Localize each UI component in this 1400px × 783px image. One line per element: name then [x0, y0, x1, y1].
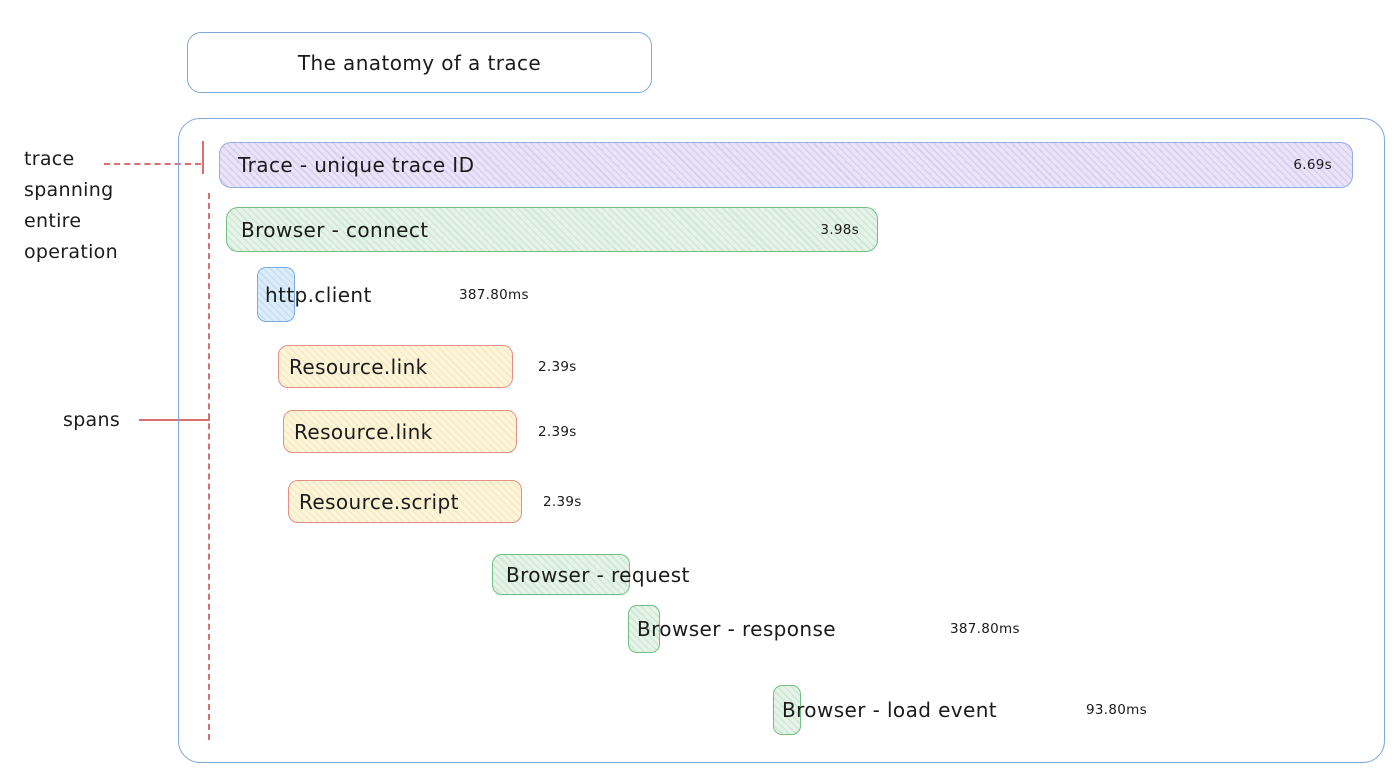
span-row-browser-load-event: Browser - load event 93.80ms — [773, 685, 1193, 735]
span-duration: 2.39s — [543, 493, 582, 510]
span-row-browser-connect: Browser - connect 3.98s — [226, 207, 878, 252]
trace-bar-duration: 6.69s — [1293, 157, 1332, 173]
span-row-resource-link-2: Resource.link 2.39s — [283, 410, 603, 453]
span-row-resource-link-1: Resource.link 2.39s — [278, 345, 598, 388]
span-label: Browser - response — [637, 617, 837, 641]
span-duration: 2.39s — [538, 423, 577, 440]
span-bar — [257, 267, 295, 322]
spans-annotation-label: spans — [63, 409, 121, 431]
span-bar — [278, 345, 513, 388]
span-duration: 387.80ms — [459, 286, 529, 303]
span-bar — [226, 207, 878, 252]
span-row-browser-response: Browser - response 387.80ms — [628, 605, 1048, 653]
trace-pointer-line — [104, 163, 201, 165]
span-label: Browser - connect — [241, 217, 429, 242]
span-duration: 387.80ms — [950, 621, 1020, 637]
spans-bracket-line — [208, 193, 210, 740]
span-duration: 2.39s — [538, 358, 577, 375]
span-bar — [492, 554, 630, 595]
span-bar — [283, 410, 517, 453]
trace-container-box — [178, 118, 1385, 763]
span-row-resource-script: Resource.script 2.39s — [288, 480, 608, 523]
span-bar — [288, 480, 522, 523]
trace-bar-row: Trace - unique trace ID 6.69s — [219, 142, 1353, 188]
span-row-http-client: http.client 387.80ms — [257, 267, 557, 322]
diagram-title-box: The anatomy of a trace — [187, 32, 652, 93]
diagram-title: The anatomy of a trace — [297, 50, 542, 75]
span-label: Browser - load event — [782, 698, 998, 722]
trace-pointer-tick — [202, 141, 204, 174]
trace-bar-label: Trace - unique trace ID — [238, 153, 475, 177]
span-row-browser-request: Browser - request — [492, 554, 812, 595]
span-label: Resource.link — [294, 419, 433, 444]
span-bar — [628, 605, 660, 653]
span-bar — [773, 685, 801, 735]
spans-pointer-line — [139, 419, 210, 421]
span-label: Resource.script — [299, 489, 459, 514]
span-label: http.client — [265, 282, 372, 307]
span-duration: 3.98s — [820, 221, 859, 238]
span-label: Browser - request — [506, 562, 690, 587]
trace-bar — [219, 142, 1353, 188]
span-label: Resource.link — [289, 354, 428, 379]
span-duration: 93.80ms — [1086, 702, 1147, 718]
trace-annotation-label: trace spanning entire operation — [24, 148, 118, 263]
